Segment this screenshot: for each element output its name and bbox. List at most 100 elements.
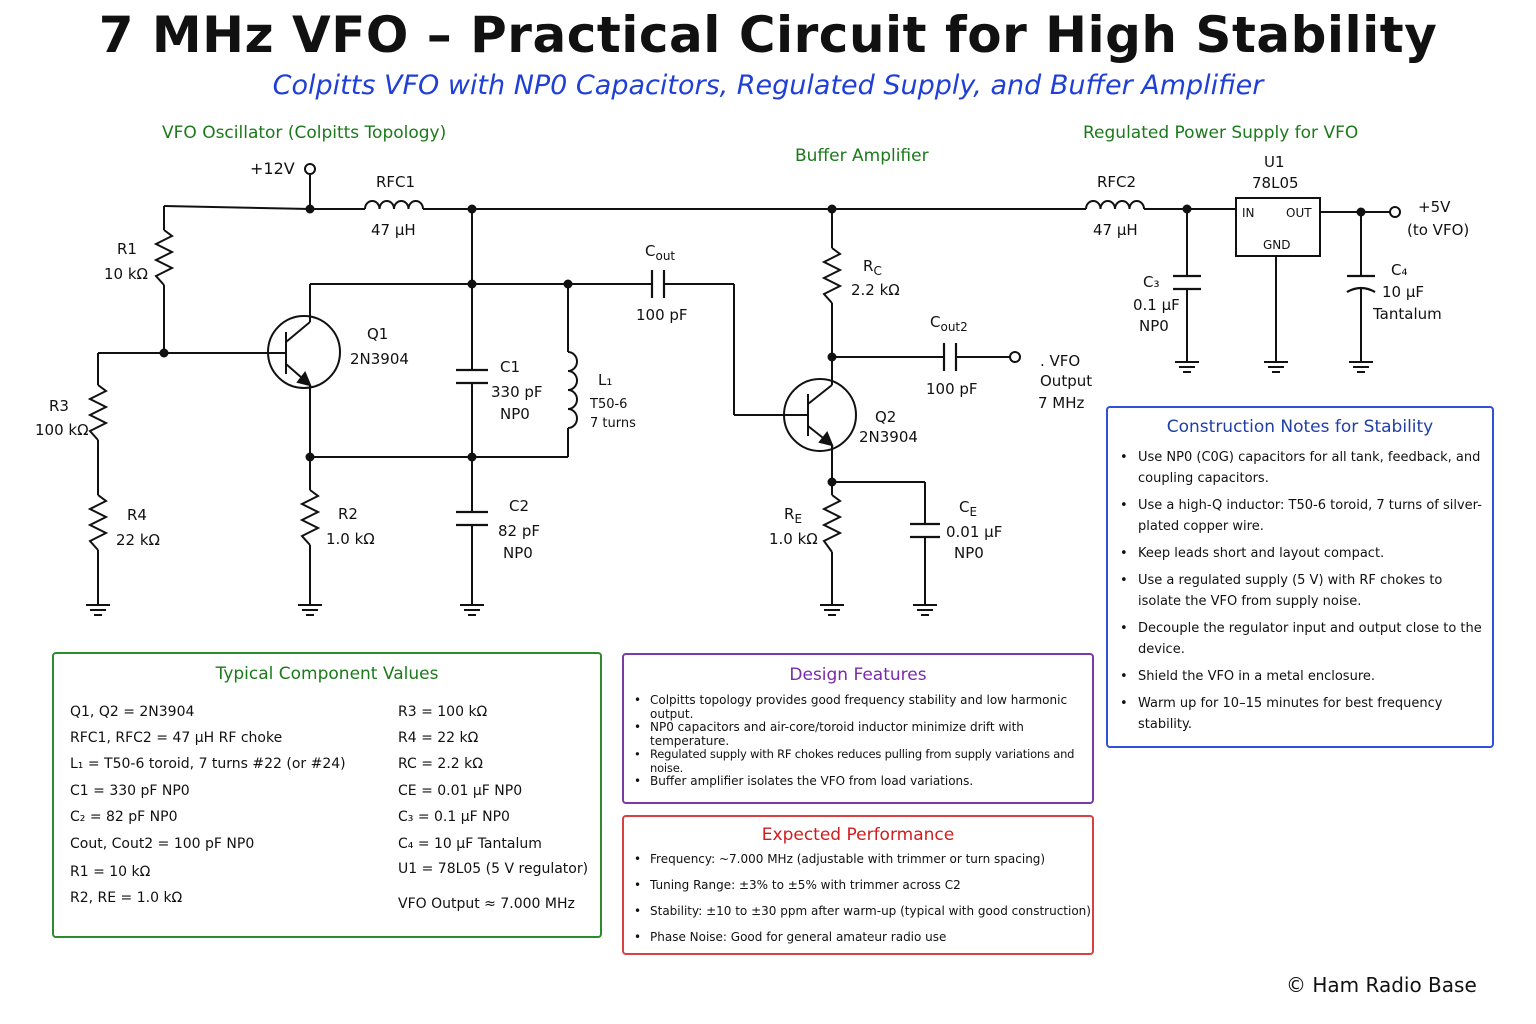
cout-name: Cout — [645, 242, 675, 263]
feature-item: Regulated supply with RF chokes reduces … — [624, 747, 1092, 775]
feature-item: Buffer amplifier isolates the VFO from l… — [624, 774, 1092, 801]
l1-value: T50-6 — [589, 397, 627, 412]
c2-value: 82 pF — [498, 522, 540, 540]
values-left-6: R1 = 10 kΩ — [70, 864, 151, 880]
q1-symbol — [267, 284, 341, 389]
values-left-5: Cout, Cout2 = 100 pF NP0 — [70, 836, 255, 852]
section-buffer-label: Buffer Amplifier — [795, 146, 929, 166]
r1-value: 10 kΩ — [104, 265, 148, 283]
section-oscillator-label: VFO Oscillator (Colpitts Topology) — [162, 123, 446, 143]
note-item: Shield the VFO in a metal enclosure. — [1108, 666, 1482, 687]
rfc2-value: 47 µH — [1093, 221, 1138, 239]
c4-symbol — [1346, 274, 1376, 293]
vfo-output-line2: Output — [1040, 372, 1092, 390]
rfc1-symbol — [364, 200, 424, 210]
ce-value: 0.01 µF — [946, 523, 1002, 541]
r3-name: R3 — [49, 397, 69, 415]
junctions — [159, 204, 1366, 487]
expected-performance-panel: Expected Performance Frequency: ~7.000 M… — [622, 815, 1094, 955]
page-subtitle: Colpitts VFO with NP0 Capacitors, Regula… — [272, 70, 1264, 101]
expected-performance-title: Expected Performance — [761, 825, 955, 845]
note-item: Keep leads short and layout compact. — [1108, 543, 1482, 564]
ground-icon — [459, 594, 485, 616]
r4-name: R4 — [127, 506, 147, 524]
r3-value: 100 kΩ — [35, 421, 89, 439]
note-item: Use a regulated supply (5 V) with RF cho… — [1108, 570, 1482, 612]
values-right-0: R3 = 100 kΩ — [398, 704, 488, 720]
q2-symbol — [783, 378, 857, 452]
feature-item: NP0 capacitors and air-core/toroid induc… — [624, 720, 1092, 748]
c3-symbol — [1173, 274, 1201, 291]
values-left-4: C₂ = 82 pF NP0 — [70, 809, 178, 825]
r1-name: R1 — [117, 240, 137, 258]
r4-value: 22 kΩ — [116, 531, 160, 549]
r2-name: R2 — [338, 505, 358, 523]
c3-type: NP0 — [1139, 317, 1169, 335]
c4-value: 10 µF — [1382, 283, 1424, 301]
c4-type: Tantalum — [1372, 305, 1442, 323]
construction-notes-title: Construction Notes for Stability — [1166, 417, 1434, 437]
ground-icon — [912, 594, 938, 616]
values-left-2: L₁ = T50-6 toroid, 7 turns #22 (or #24) — [70, 756, 346, 772]
values-right-7: VFO Output ≈ 7.000 MHz — [398, 896, 575, 912]
note-item: Warm up for 10–15 minutes for best frequ… — [1108, 693, 1482, 735]
re-value: 1.0 kΩ — [769, 530, 818, 548]
l1-turns: 7 turns — [590, 416, 636, 431]
c1-type: NP0 — [500, 405, 530, 423]
c2-symbol — [456, 510, 488, 527]
r4-symbol — [87, 494, 109, 551]
c1-symbol — [456, 368, 488, 385]
ground-icon — [819, 594, 845, 616]
v5-line1: +5V — [1418, 198, 1451, 216]
c1-name: C1 — [500, 358, 520, 376]
u1-gnd-label: GND — [1263, 238, 1291, 252]
re-name: RE — [784, 505, 802, 526]
u1-regulator — [1235, 197, 1321, 257]
u1-in-label: IN — [1242, 206, 1255, 220]
vfo-output-line3: 7 MHz — [1038, 394, 1085, 412]
u1-out-label: OUT — [1286, 206, 1312, 220]
ground-icon — [1174, 351, 1200, 373]
section-supply-label: Regulated Power Supply for VFO — [1083, 123, 1358, 143]
values-right-3: CE = 0.01 µF NP0 — [398, 783, 523, 799]
q1-name: Q1 — [367, 325, 388, 343]
page-title: 7 MHz VFO – Practical Circuit for High S… — [98, 6, 1438, 64]
l1-name: L₁ — [598, 371, 612, 389]
rc-symbol — [821, 247, 843, 304]
terminals — [304, 163, 1401, 363]
cout-value: 100 pF — [636, 306, 688, 324]
c3-value: 0.1 µF — [1133, 296, 1180, 314]
resistors — [87, 229, 843, 553]
values-left-3: C1 = 330 pF NP0 — [70, 783, 190, 799]
cout2-value: 100 pF — [926, 380, 978, 398]
values-right-6: U1 = 78L05 (5 V regulator) — [398, 861, 589, 877]
values-left-7: R2, RE = 1.0 kΩ — [70, 890, 183, 906]
values-right-2: RC = 2.2 kΩ — [398, 756, 483, 772]
rfc2-symbol — [1085, 200, 1145, 210]
q2-name: Q2 — [875, 408, 896, 426]
ground-icon — [297, 594, 323, 616]
c4-name: C₄ — [1391, 261, 1408, 279]
c3-name: C₃ — [1143, 273, 1160, 291]
values-left-1: RFC1, RFC2 = 47 µH RF choke — [70, 730, 283, 746]
ground-icon — [1263, 351, 1289, 373]
values-right-5: C₄ = 10 µF Tantalum — [398, 836, 542, 852]
vfo-output-line1: . VFO — [1040, 352, 1080, 370]
construction-notes-panel: Construction Notes for Stability Use NP0… — [1106, 406, 1494, 748]
cout-symbol — [650, 270, 666, 298]
rfc1-value: 47 µH — [371, 221, 416, 239]
q2-value: 2N3904 — [859, 428, 918, 446]
inductors — [364, 200, 1145, 429]
l1-symbol — [567, 351, 578, 429]
vcc-label: +12V — [250, 159, 295, 178]
performance-item: Tuning Range: ±3% to ±5% with trimmer ac… — [624, 878, 1092, 904]
values-right-4: C₃ = 0.1 µF NP0 — [398, 809, 510, 825]
schematic-diagram: VFO Oscillator (Colpitts Topology) Buffe… — [35, 123, 1469, 616]
component-values-title: Typical Component Values — [215, 664, 439, 684]
ce-name: CE — [959, 498, 977, 519]
cout2-name: Cout2 — [930, 313, 968, 334]
c2-name: C2 — [509, 497, 529, 515]
performance-item: Stability: ±10 to ±30 ppm after warm-up … — [624, 904, 1092, 930]
note-item: Use NP0 (C0G) capacitors for all tank, f… — [1108, 447, 1482, 489]
rfc2-name: RFC2 — [1097, 173, 1136, 191]
